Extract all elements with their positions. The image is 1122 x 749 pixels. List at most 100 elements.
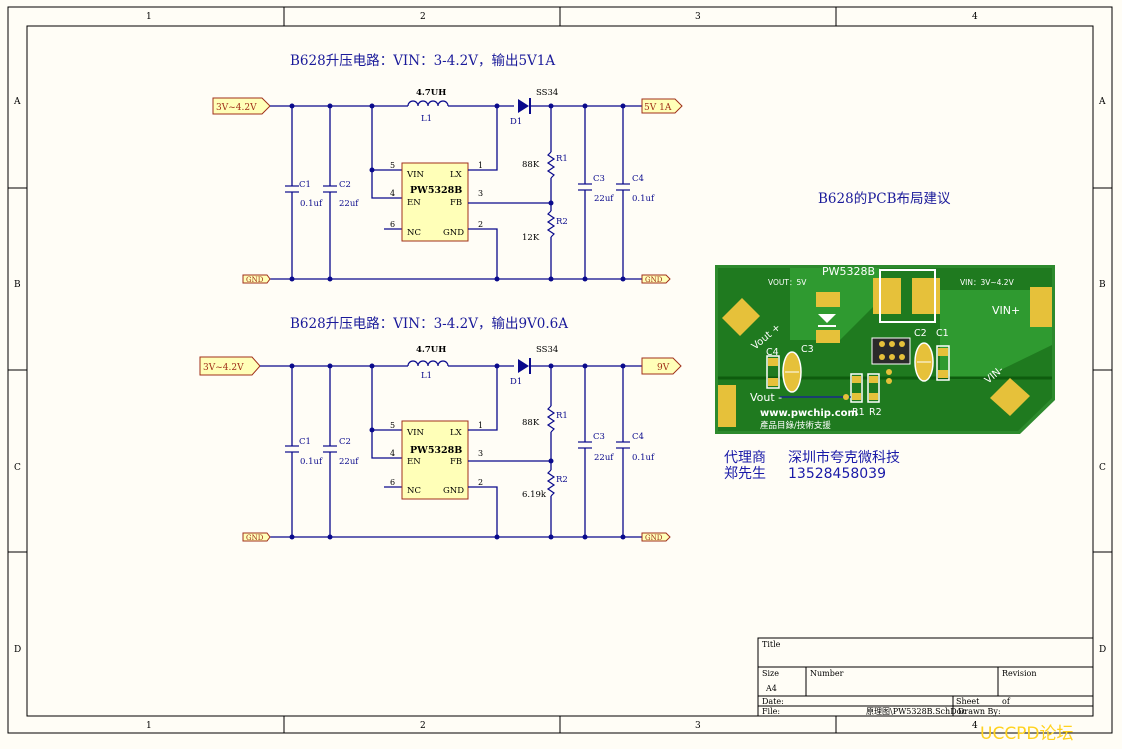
contact-phone: 13528458039	[788, 466, 886, 482]
ic-pinnum-1: 1	[478, 421, 483, 430]
ic-pin-en: EN	[407, 457, 421, 467]
pcb-vout-label: VOUT：5V	[768, 278, 807, 287]
title-label: Title	[762, 640, 781, 649]
c3-value: 22uf	[594, 194, 614, 204]
zone-row-a-right: A	[1098, 97, 1106, 107]
ic-pw5328b	[401, 420, 469, 500]
zone-col-3-top: 3	[695, 12, 701, 22]
ic-name: PW5328B	[410, 445, 462, 456]
ic-pinnum-4: 4	[390, 449, 395, 458]
ic-pin-lx: LX	[450, 170, 463, 180]
diode-part: SS34	[536, 88, 558, 98]
c3-value: 22uf	[594, 453, 614, 463]
ic-pinnum-6: 6	[390, 478, 395, 487]
pcb-ic-label: PW5328B	[822, 265, 875, 278]
gnd-port-left-label: GND	[246, 276, 264, 284]
input-port	[199, 356, 261, 376]
circuit-9v-title: B628升压电路：VIN：3-4.2V，输出9V0.6A	[290, 316, 568, 332]
pcb-c4-label: C4	[766, 347, 779, 358]
pcb-website: www.pwchip.com	[760, 408, 858, 419]
gnd-port-right	[641, 274, 671, 284]
pcb-vin-plus: VIN+	[992, 304, 1020, 317]
c1-ref: C1	[299, 437, 311, 447]
ic-pinnum-4: 4	[390, 189, 395, 198]
diode-d1	[518, 358, 531, 374]
diode-ref: D1	[510, 117, 522, 127]
pcb-r2-label: R2	[869, 407, 882, 418]
r2-ref: R2	[556, 217, 568, 227]
ic-pin-fb: FB	[450, 198, 462, 208]
zone-col-2-bottom: 2	[420, 721, 426, 731]
title-block: Title Size A4 Number Revision Date: File…	[757, 637, 1094, 717]
inductor-ref: L1	[421, 114, 432, 124]
file-value: 原理图\PW5328B.SchDoc	[866, 707, 966, 716]
contact-label: 郑先生	[724, 466, 766, 482]
c2-value: 22uf	[339, 457, 359, 467]
zone-col-4-bottom: 4	[972, 721, 978, 731]
ic-pinnum-2: 2	[478, 478, 483, 487]
c1-value: 0.1uf	[300, 457, 323, 467]
r2-value: 6.19k	[522, 490, 547, 500]
pcb-layout-image: PW5328B VOUT：5V VIN：3V~4.2V VIN+ VIN- Vo…	[715, 265, 1055, 434]
c4-ref: C4	[632, 432, 644, 442]
file-label: File:	[762, 707, 780, 716]
pcb-c2-label: C2	[914, 328, 927, 339]
revision-label: Revision	[1002, 669, 1036, 678]
gnd-port-left	[242, 274, 271, 284]
of-label: of	[1002, 697, 1011, 706]
ic-pinnum-3: 3	[478, 189, 483, 198]
gnd-port-left-label: GND	[246, 534, 264, 542]
c4-ref: C4	[632, 174, 644, 184]
ic-pw5328b	[401, 162, 469, 242]
c3-ref: C3	[593, 432, 605, 442]
c2-ref: C2	[339, 180, 351, 190]
zone-col-1-top: 1	[146, 12, 152, 22]
pcb-slogan: 產品目錄/技術支援	[760, 420, 831, 431]
size-value: A4	[765, 684, 777, 693]
ic-pinnum-3: 3	[478, 449, 483, 458]
output-port	[641, 98, 683, 114]
r1-value: 88K	[522, 160, 540, 170]
ic-name: PW5328B	[410, 185, 462, 196]
ic-pin-nc: NC	[407, 486, 421, 496]
ic-pin-nc: NC	[407, 228, 421, 238]
ic-pin-lx: LX	[450, 428, 463, 438]
zone-col-2-top: 2	[420, 12, 426, 22]
inductor-ref: L1	[421, 371, 432, 381]
zone-row-d-left: D	[14, 645, 21, 655]
ic-pinnum-1: 1	[478, 161, 483, 170]
r2-ref: R2	[556, 475, 568, 485]
zone-row-c-left: C	[14, 463, 21, 473]
agent-info: 代理商 深圳市夸克微科技 郑先生 13528458039	[724, 449, 900, 482]
ic-pin-fb: FB	[450, 457, 462, 467]
gnd-port-left	[242, 532, 271, 542]
ic-pin-vin: VIN	[406, 428, 424, 438]
ic-pin-vin: VIN	[406, 170, 424, 180]
agent-label: 代理商	[724, 450, 766, 466]
pcb-vout-minus: Vout -	[750, 391, 782, 404]
zone-row-b-right: B	[1099, 280, 1106, 290]
inductor-value: 4.7UH	[416, 88, 446, 98]
pcb-r1-label: R1	[852, 407, 865, 418]
number-label: Number	[810, 669, 844, 678]
input-port	[212, 97, 271, 115]
circuit-5v-title: B628升压电路：VIN：3-4.2V，输出5V1A	[290, 53, 555, 69]
zone-row-b-left: B	[14, 280, 21, 290]
pcb-c3-label: C3	[801, 344, 814, 355]
sheet-label: Sheet	[956, 697, 980, 706]
zone-col-1-bottom: 1	[146, 721, 152, 731]
c4-value: 0.1uf	[632, 453, 655, 463]
circuit-9v: B628升压电路：VIN：3-4.2V，输出9V0.6A 3V~4.2V 4.7…	[199, 316, 682, 542]
gnd-port-right	[641, 532, 671, 542]
c3-ref: C3	[593, 174, 605, 184]
pcb-heading: B628的PCB布局建议	[818, 191, 951, 207]
agent-company: 深圳市夸克微科技	[788, 449, 900, 466]
ic-pinnum-2: 2	[478, 220, 483, 229]
r1-ref: R1	[556, 154, 568, 164]
c1-ref: C1	[299, 180, 311, 190]
r2-value: 12K	[522, 233, 540, 243]
ic-pin-gnd: GND	[443, 228, 464, 238]
c2-value: 22uf	[339, 199, 359, 209]
